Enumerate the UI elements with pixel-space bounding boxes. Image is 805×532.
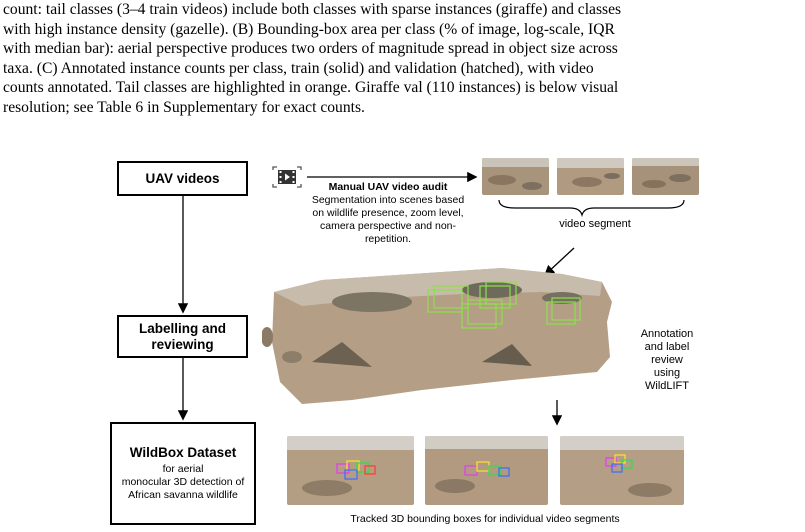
- dataset-desc-line: monocular 3D detection of: [121, 476, 245, 488]
- tracked-frame: [560, 436, 684, 505]
- annotation-label-line: Annotation: [640, 328, 694, 340]
- caption-line: with median bar): aerial perspective pro…: [3, 40, 618, 58]
- figure-caption: count: tail classes (3–4 train videos) i…: [3, 0, 801, 118]
- video-frame: [557, 158, 624, 195]
- reconstruction-image: [261, 262, 632, 407]
- audit-text: Manual UAV video audit Segmentation into…: [308, 181, 468, 246]
- film-icon: [271, 165, 303, 189]
- segment-brace: [498, 199, 685, 218]
- tracked-label: Tracked 3D bounding boxes for individual…: [350, 513, 620, 525]
- audit-desc-line: on wildlife presence, zoom level,: [312, 207, 464, 219]
- caption-line: taxa. (C) Annotated instance counts per …: [3, 59, 594, 77]
- labelling-label-line: Labelling and: [138, 320, 226, 336]
- annotation-label-line: WildLIFT: [645, 380, 689, 392]
- dataset-title: WildBox Dataset: [129, 445, 237, 460]
- audit-desc-line: repetition.: [364, 233, 412, 245]
- annotation-label-line: using: [653, 367, 681, 379]
- dataset-desc-line: for aerial: [162, 463, 204, 475]
- audit-desc-line: Segmentation into scenes based: [311, 194, 465, 206]
- video-segment-label: video segment: [559, 218, 631, 230]
- caption-line: with high instance density (gazelle). (B…: [3, 20, 615, 38]
- video-frame: [632, 158, 699, 195]
- annotation-label-line: review: [651, 354, 683, 366]
- audit-desc-line: camera perspective and non-: [320, 220, 456, 232]
- caption-line: counts annotated. Tail classes are highl…: [3, 79, 619, 97]
- caption-line: resolution; see Table 6 in Supplementary…: [3, 98, 365, 116]
- dataset-desc-line: African savanna wildlife: [128, 489, 238, 501]
- caption-line: count: tail classes (3–4 train videos) i…: [3, 1, 622, 18]
- labelling-label-line: reviewing: [151, 336, 214, 352]
- tracked-frame: [425, 436, 548, 505]
- uav-videos-box: UAV videos: [117, 161, 248, 196]
- labelling-box: Labelling and reviewing: [117, 315, 248, 358]
- annotation-label: Annotation and label review using WildLI…: [632, 328, 702, 393]
- audit-title: Manual UAV video audit: [328, 181, 448, 193]
- video-frame: [482, 158, 549, 195]
- uav-videos-label: UAV videos: [145, 170, 220, 186]
- tracked-frame: [287, 436, 414, 505]
- arrow-segment-to-reconstruction: [544, 247, 575, 276]
- annotation-label-line: and label: [644, 341, 690, 353]
- dataset-box: WildBox Dataset for aerial monocular 3D …: [110, 422, 256, 525]
